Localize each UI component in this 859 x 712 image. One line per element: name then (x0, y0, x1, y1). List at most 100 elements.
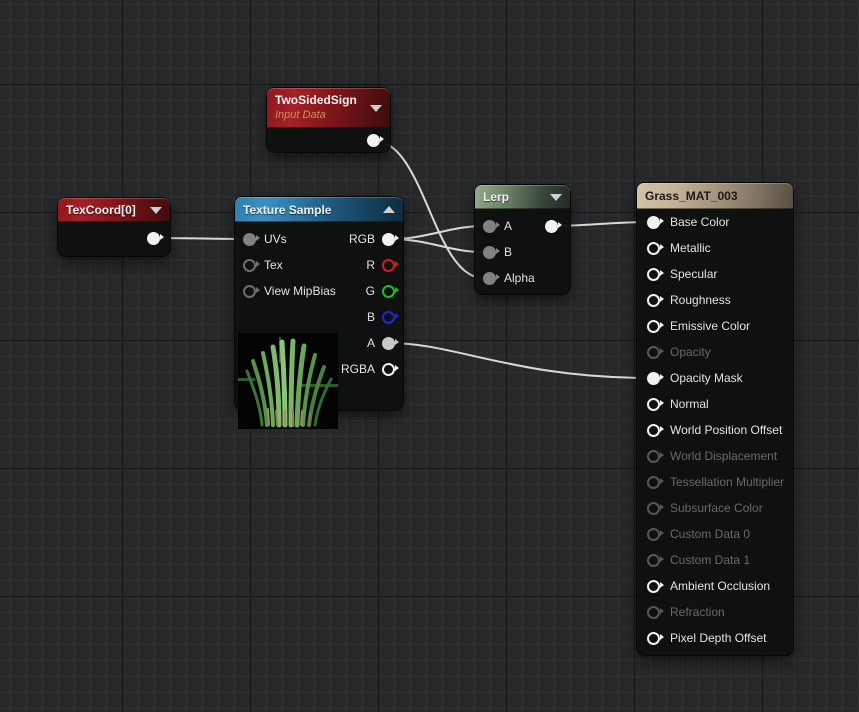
pin-label: Subsurface Color (670, 501, 763, 515)
pin-b[interactable] (382, 310, 399, 324)
pin-specular[interactable] (647, 267, 664, 281)
pin-label: B (504, 245, 513, 259)
pin-custom-data-1 (647, 553, 664, 567)
pin-label: Emissive Color (670, 319, 751, 333)
material-pin-row: Custom Data 1 (637, 547, 793, 573)
pin-label: Alpha (504, 271, 535, 285)
node-texture-sample-header[interactable]: Texture Sample (235, 197, 403, 222)
pin-base-color[interactable] (647, 215, 664, 229)
material-pin-row: World Displacement (637, 443, 793, 469)
material-pin-row: Base Color (637, 209, 793, 235)
pin-label: World Displacement (670, 449, 778, 463)
node-title: TwoSidedSign (275, 93, 357, 107)
material-pin-row: Subsurface Color (637, 495, 793, 521)
collapse-arrow-icon[interactable] (550, 193, 562, 201)
material-pin-row: Opacity (637, 339, 793, 365)
pin-label: G (365, 284, 375, 298)
pin-label: World Position Offset (670, 423, 783, 437)
grass-texture-preview (238, 333, 338, 429)
node-title: Texture Sample (243, 202, 332, 217)
pin-custom-data-0 (647, 527, 664, 541)
pin-label: B (366, 310, 375, 324)
pin-world-displacement (647, 449, 664, 463)
pin-subsurface-color (647, 501, 664, 515)
pin-pixel-depth-offset[interactable] (647, 631, 664, 645)
collapse-arrow-icon[interactable] (150, 206, 162, 214)
node-lerp-header[interactable]: Lerp (475, 185, 570, 209)
material-pin-row: Specular (637, 261, 793, 287)
collapse-arrow-icon[interactable] (383, 206, 395, 213)
material-pin-row: World Position Offset (637, 417, 793, 443)
pin-uvs[interactable] (243, 232, 260, 246)
node-title: Lerp (483, 190, 510, 204)
pin-label: Ambient Occlusion (670, 579, 771, 593)
pin-refraction (647, 605, 664, 619)
pin-lerp-output[interactable] (545, 219, 562, 233)
pin-label: RGBA (340, 362, 375, 376)
pin-label: Base Color (670, 215, 730, 229)
pin-rgb[interactable] (382, 232, 399, 246)
pin-lerp-a[interactable] (483, 219, 500, 233)
pin-lerp-b[interactable] (483, 245, 500, 259)
pin-label: Metallic (670, 241, 711, 255)
material-pin-row: Metallic (637, 235, 793, 261)
node-texture-sample[interactable]: Texture Sample UVs RGB Tex R View MipB (235, 197, 403, 429)
pin-world-position-offset[interactable] (647, 423, 664, 437)
pin-metallic[interactable] (647, 241, 664, 255)
pin-label: View MipBias (264, 284, 336, 298)
wire-a-to-opacitymask[interactable] (389, 342, 651, 379)
material-pin-row: Normal (637, 391, 793, 417)
pin-rgba[interactable] (382, 362, 399, 376)
node-texcoord-header[interactable]: TexCoord[0] (58, 198, 170, 222)
pin-emissive-color[interactable] (647, 319, 664, 333)
pin-view-mipbias[interactable] (243, 284, 260, 298)
pin-label: Tex (264, 258, 283, 272)
pin-label: RGB (348, 232, 375, 246)
material-pin-row: Opacity Mask (637, 365, 793, 391)
pin-g[interactable] (382, 284, 399, 298)
pin-label: A (366, 336, 375, 350)
material-pin-row: Ambient Occlusion (637, 573, 793, 599)
material-pin-row: Custom Data 0 (637, 521, 793, 547)
node-material-output[interactable]: Grass_MAT_003 Base Color Metallic Specul… (637, 183, 793, 655)
pin-label: Custom Data 1 (670, 553, 751, 567)
pin-label: R (366, 258, 375, 272)
pin-label: Opacity Mask (670, 371, 743, 385)
pin-twosidedsign-output[interactable] (367, 133, 384, 147)
pin-opacity-mask[interactable] (647, 371, 664, 385)
node-twosidedsign[interactable]: TwoSidedSign Input Data (267, 88, 390, 152)
pin-label: Specular (670, 267, 718, 281)
node-material-header[interactable]: Grass_MAT_003 (637, 183, 793, 209)
pin-lerp-alpha[interactable] (483, 271, 500, 285)
node-title: TexCoord[0] (66, 203, 136, 217)
node-lerp[interactable]: Lerp A B Alpha (475, 185, 570, 294)
node-twosidedsign-header[interactable]: TwoSidedSign Input Data (267, 88, 390, 128)
pin-opacity (647, 345, 664, 359)
material-pin-row: Roughness (637, 287, 793, 313)
pin-label: Normal (670, 397, 709, 411)
pin-a[interactable] (382, 336, 399, 350)
node-subtitle: Input Data (275, 109, 326, 121)
collapse-arrow-icon[interactable] (370, 104, 382, 112)
pin-label: Pixel Depth Offset (670, 631, 767, 645)
wire-rgb-to-b[interactable] (389, 238, 484, 253)
pin-label: UVs (264, 232, 287, 246)
pin-ambient-occlusion[interactable] (647, 579, 664, 593)
node-title: Grass_MAT_003 (645, 189, 738, 203)
material-pin-row: Refraction (637, 599, 793, 625)
pin-roughness[interactable] (647, 293, 664, 307)
pin-tessellation-multiplier (647, 475, 664, 489)
pin-r[interactable] (382, 258, 399, 272)
material-pin-row: Tessellation Multiplier (637, 469, 793, 495)
wire-twosidedsign-to-alpha[interactable] (374, 140, 484, 279)
pin-normal[interactable] (647, 397, 664, 411)
node-texcoord[interactable]: TexCoord[0] (58, 198, 170, 256)
pin-label: Tessellation Multiplier (670, 475, 785, 489)
pin-label: Refraction (670, 605, 725, 619)
pin-label: Roughness (670, 293, 731, 307)
material-pin-row: Emissive Color (637, 313, 793, 339)
pin-tex[interactable] (243, 258, 260, 272)
pin-texcoord-output[interactable] (147, 231, 164, 245)
pin-label: Opacity (670, 345, 711, 359)
